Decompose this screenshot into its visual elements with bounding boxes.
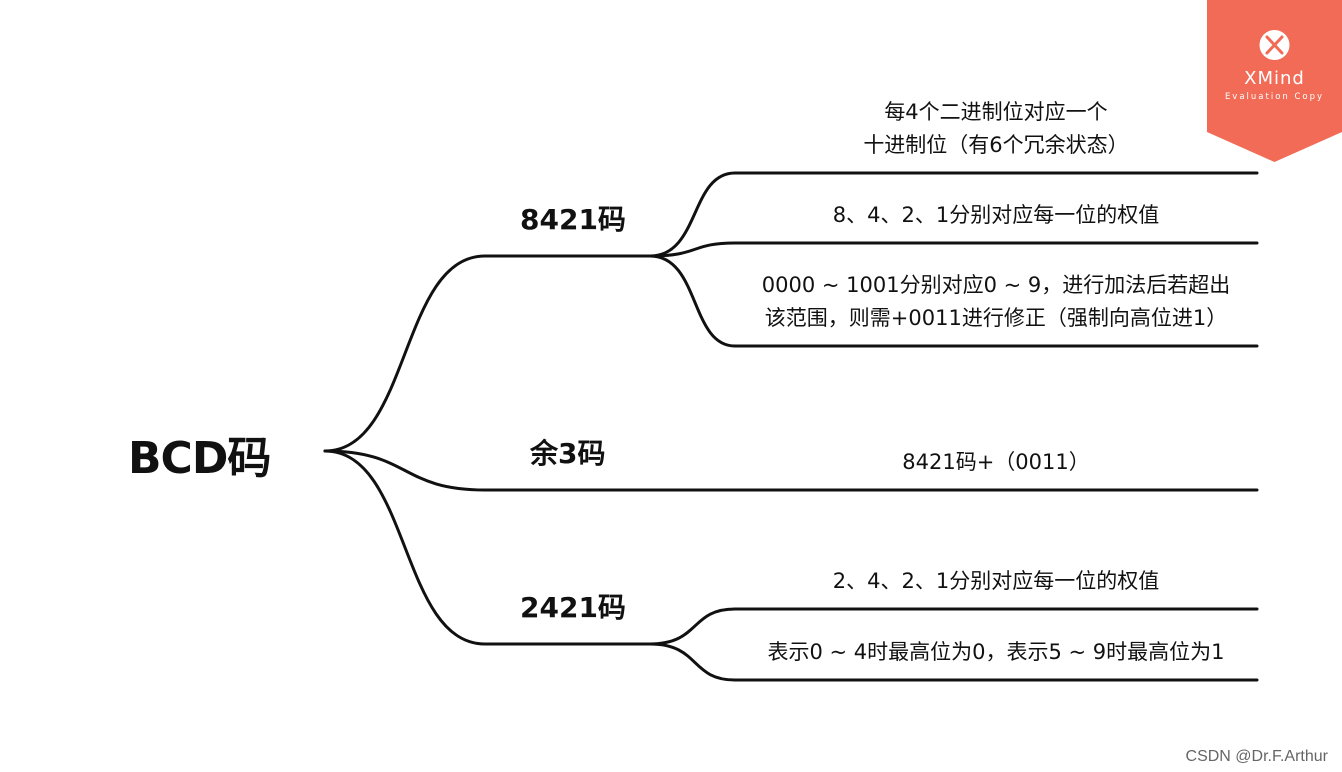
- leaf-2421-msb-rule[interactable]: 表示0 ~ 4时最高位为0，表示5 ~ 9时最高位为1: [735, 636, 1257, 669]
- leaf-line: 8421码+（0011）: [902, 450, 1090, 474]
- connector-root-2421: [323, 449, 487, 646]
- connector-8421-leaf-3: [648, 254, 737, 348]
- leaf-2421-weights[interactable]: 2、4、2、1分别对应每一位的权值: [735, 565, 1257, 598]
- leaf-8421-weights[interactable]: 8、4、2、1分别对应每一位的权值: [735, 199, 1257, 232]
- badge-shape: [1207, 0, 1342, 162]
- leaf-8421-correction[interactable]: 0000 ~ 1001分别对应0 ~ 9，进行加法后若超出 该范围，则需+001…: [735, 269, 1257, 335]
- root-topic[interactable]: BCD码: [128, 433, 271, 484]
- leaf-line: 该范围，则需+0011进行修正（强制向高位进1）: [764, 306, 1228, 330]
- source-credit: CSDN @Dr.F.Arthur: [1185, 748, 1328, 765]
- branch-8421[interactable]: 8421码: [520, 203, 626, 236]
- leaf-line: 每4个二进制位对应一个: [884, 100, 1108, 124]
- leaf-line: 0000 ~ 1001分别对应0 ~ 9，进行加法后若超出: [761, 273, 1231, 297]
- badge-brand: XMind: [1244, 68, 1305, 89]
- xmind-logo-icon: [1259, 30, 1290, 60]
- connector-root-8421: [323, 254, 487, 453]
- leaf-line: 2、4、2、1分别对应每一位的权值: [832, 569, 1160, 593]
- leaf-excess3-definition[interactable]: 8421码+（0011）: [735, 446, 1257, 479]
- connector-2421-leaf-2: [648, 642, 737, 682]
- connector-2421-leaf-1: [648, 607, 737, 646]
- connector-lines: [323, 171, 1259, 682]
- badge-subtitle: Evaluation Copy: [1224, 92, 1325, 102]
- connector-8421-leaf-1: [648, 171, 737, 258]
- leaf-line: 表示0 ~ 4时最高位为0，表示5 ~ 9时最高位为1: [767, 640, 1225, 664]
- xmind-evaluation-badge: XMind Evaluation Copy: [1207, 0, 1342, 162]
- connector-8421-leaf-2: [648, 241, 737, 258]
- leaf-8421-redundancy[interactable]: 每4个二进制位对应一个 十进制位（有6个冗余状态）: [735, 96, 1257, 162]
- leaf-line: 十进制位（有6个冗余状态）: [863, 133, 1129, 157]
- branch-2421[interactable]: 2421码: [520, 591, 626, 624]
- branch-excess3[interactable]: 余3码: [530, 437, 606, 470]
- connector-root-excess3: [323, 449, 487, 492]
- leaf-line: 8、4、2、1分别对应每一位的权值: [832, 203, 1160, 227]
